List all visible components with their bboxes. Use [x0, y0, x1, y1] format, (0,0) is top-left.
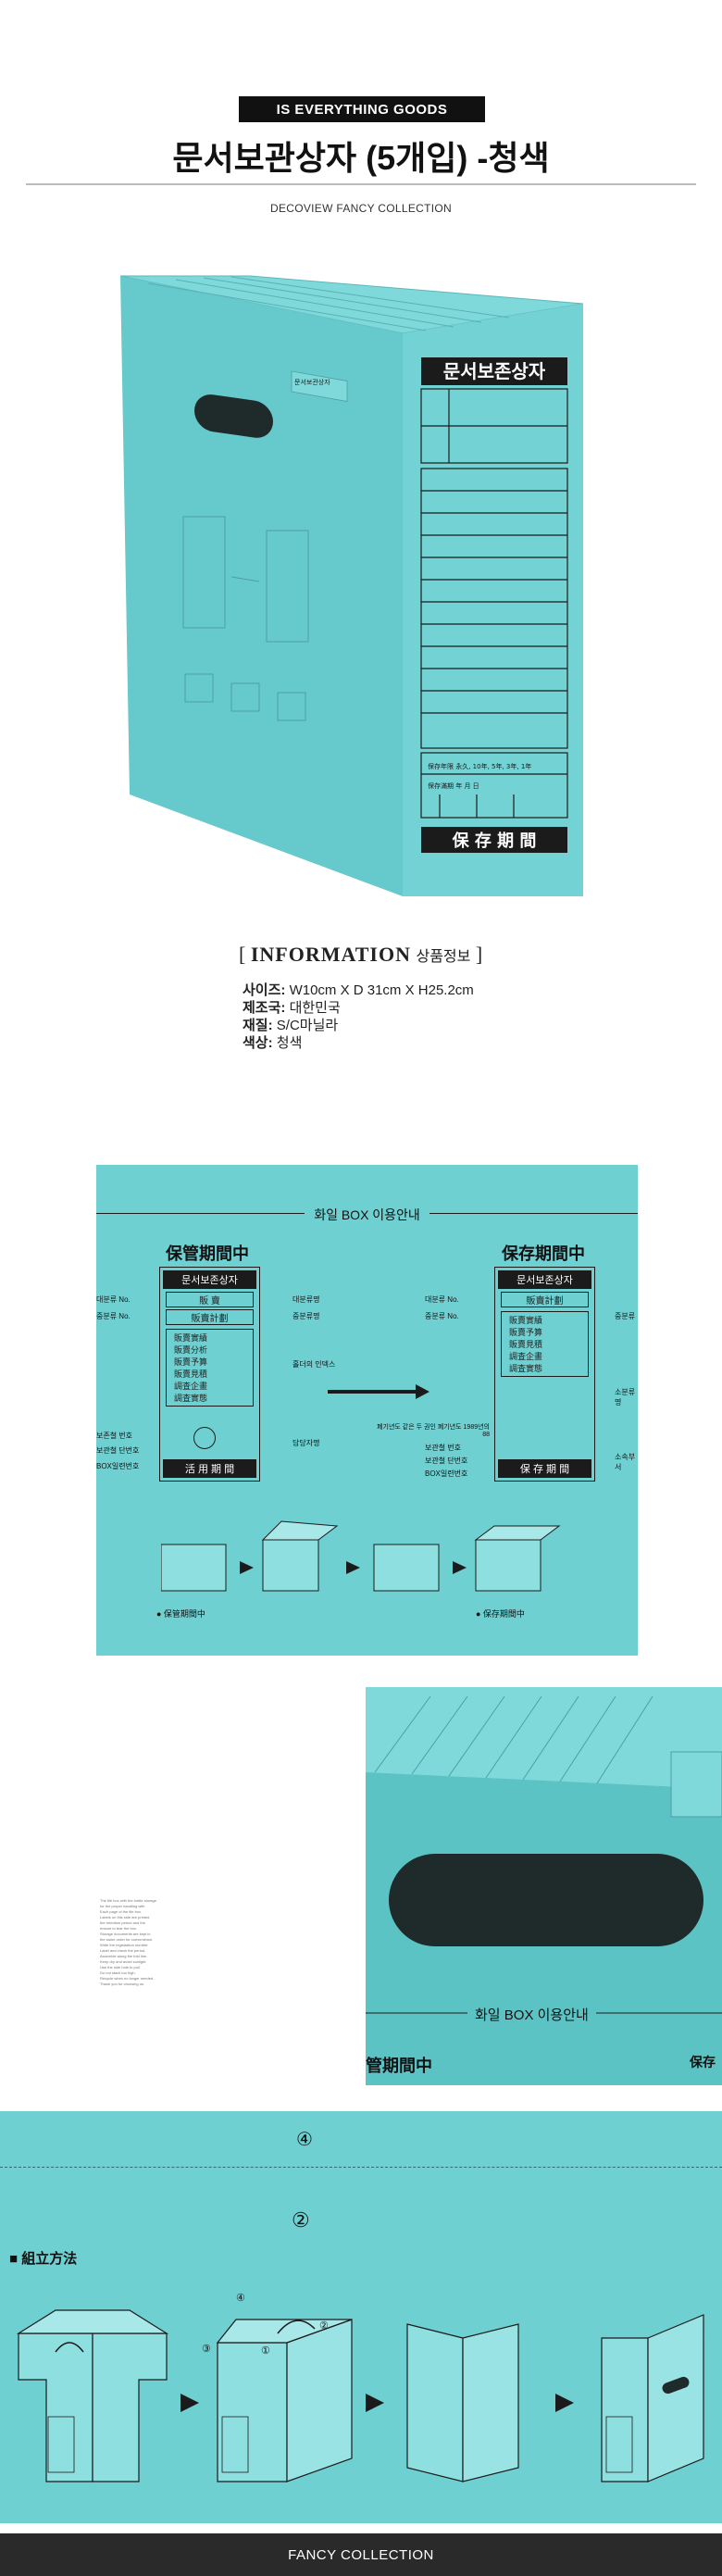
info-size: 사이즈: W10cm X D 31cm X H25.2cm: [243, 982, 474, 998]
assembly-steps-drawing: [16, 2309, 704, 2482]
guide-left-circle: [193, 1427, 216, 1449]
footer-bar: FANCY COLLECTION: [0, 2533, 722, 2576]
top-tab-label: 문서보관상자: [294, 378, 330, 386]
guide-left-heading: 保管期間中: [166, 1244, 249, 1263]
guide-title: 화일 BOX 이용안내: [305, 1207, 429, 1222]
assembly-step-mark: ④: [236, 2293, 245, 2304]
guide-step-left: ● 保管期間中: [156, 1609, 205, 1619]
page-subtitle: DECOVIEW FANCY COLLECTION: [270, 202, 452, 215]
guide-right-right-label: 소분류명: [615, 1388, 636, 1407]
guide-left-label: 보존철 번호: [96, 1432, 133, 1440]
guide-right-label: 폐기년도 같은 두 권인 폐기년도 1989년의 88: [377, 1424, 490, 1438]
information-heading: [ INFORMATION 상품정보 ]: [239, 943, 483, 966]
information-heading-en: INFORMATION: [250, 943, 411, 966]
guide-left-box: 문서보존상자 販 賣 販賣計劃 販賣實績 販賣分析 販賣予算 販賣見積 調査企畫…: [159, 1267, 260, 1482]
guide-left-box-title: 문서보존상자: [163, 1270, 256, 1289]
assembly-step-mark: ①: [261, 2345, 270, 2357]
guide-right-right-label: 소속부서: [615, 1453, 636, 1471]
guide-right-label: 보관철 번호: [425, 1444, 462, 1452]
guide-left-bottom: 活 用 期 間: [163, 1459, 256, 1478]
assembly-title: ■ 組立方法: [9, 2251, 78, 2267]
guide-right-list: 販賣實績 販賣予算 販賣見積 調査企畫 調査實態: [501, 1311, 589, 1377]
assembly-panel: ④ ② ■ 組立方法 ④ ③ ① ②: [0, 2111, 722, 2523]
guide-left-label: 대분류 No.: [96, 1295, 131, 1304]
assembly-step-mark: ②: [319, 2320, 329, 2332]
guide-arrow-icon: [328, 1384, 429, 1399]
guide-steps-drawing: [161, 1520, 561, 1592]
guide-right-right-label: 중분류: [615, 1312, 636, 1320]
guide-left-label: BOX일련번호: [96, 1462, 140, 1470]
guide-step-right: ● 保存期間中: [476, 1609, 525, 1619]
header-divider: [26, 183, 696, 185]
guide-right-label: 보관철 단번호: [425, 1457, 468, 1465]
closeup-title: 화일 BOX 이용안내: [467, 2005, 596, 2024]
closeup-heading: 管期間中: [366, 2057, 432, 2075]
product-box-image: 문서보관상자 문서보존상자 保存年限 永久, 10年, 5年, 3年,: [119, 275, 584, 896]
spine-top-label: 문서보존상자: [443, 360, 546, 382]
info-material: 재질: S/C마닐라: [243, 1018, 339, 1033]
information-heading-kr: 상품정보: [416, 949, 471, 965]
guide-left-label: 보관철 단번호: [96, 1446, 140, 1455]
guide-right-bottom: 保 存 期 間: [498, 1459, 591, 1478]
assembly-marker-mid: ②: [292, 2208, 310, 2232]
guide-left-right-label: 홀더의 인덱스: [293, 1360, 336, 1369]
closeup-panel: 화일 BOX 이용안내 管期間中 保存: [366, 1687, 722, 2085]
info-origin: 제조국: 대한민국: [243, 1000, 341, 1016]
guide-left-right-label: 대분류명: [293, 1295, 320, 1304]
info-color: 색상: 청색: [243, 1035, 303, 1051]
guide-right-box: 문서보존상자 販賣計劃 販賣實績 販賣予算 販賣見積 調査企畫 調査實態 保 存…: [494, 1267, 595, 1482]
assembly-fold-line: [0, 2167, 722, 2169]
closeup-drawing: [366, 1687, 722, 2014]
guide-left-list: 販賣實績 販賣分析 販賣予算 販賣見積 調査企畫 調査實態: [166, 1329, 254, 1407]
guide-left-label: 중분류 No.: [96, 1312, 131, 1320]
retention-row-2: 保存滿期 年 月 日: [428, 782, 479, 790]
assembly-marker-top: ④: [296, 2130, 313, 2150]
guide-left-right-label: 중분류명: [293, 1312, 320, 1320]
header-badge: IS EVERYTHING GOODS: [239, 96, 485, 122]
spine-bottom-label: 保 存 期 間: [452, 831, 537, 851]
guide-right-label: BOX일련번호: [425, 1469, 468, 1478]
retention-row: 保存年限 永久, 10年, 5年, 3年, 1年: [428, 762, 531, 770]
assembly-step-mark: ③: [202, 2344, 211, 2355]
page-title: 문서보관상자 (5개입) -청색: [172, 139, 550, 177]
information-list: 사이즈: W10cm X D 31cm X H25.2cm 제조국: 대한민국 …: [243, 982, 474, 1052]
closeup-right: 保存: [690, 2055, 716, 2070]
guide-right-label: 대분류 No.: [425, 1295, 459, 1304]
usage-guide-panel: 화일 BOX 이용안내 保管期間中 保存期間中 문서보존상자 販 賣 販賣計劃 …: [96, 1165, 638, 1656]
guide-right-label: 중분류 No.: [425, 1312, 459, 1320]
guide-right-heading: 保存期間中: [502, 1244, 585, 1263]
guide-left-right-label: 담당자명: [293, 1439, 320, 1447]
